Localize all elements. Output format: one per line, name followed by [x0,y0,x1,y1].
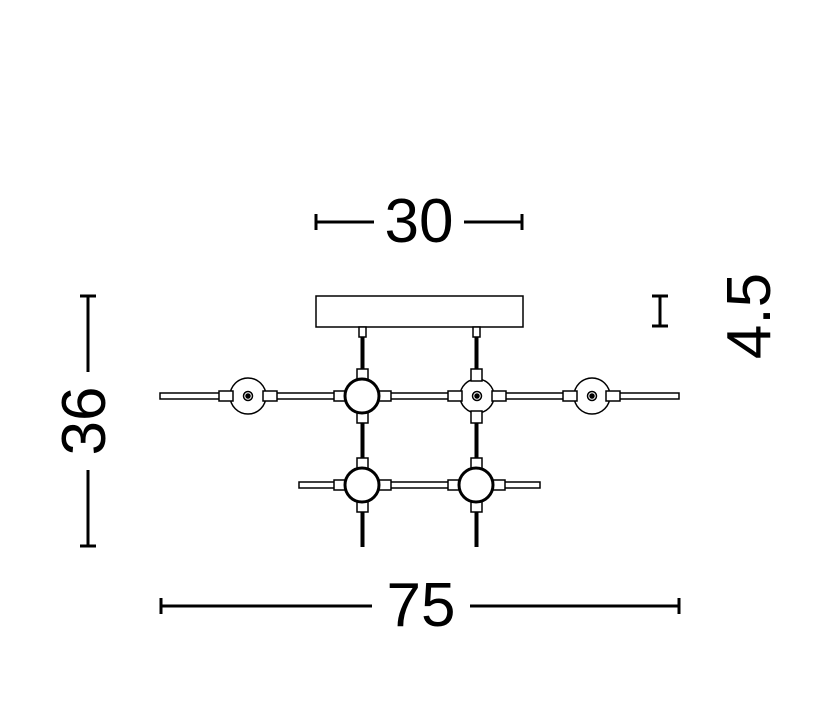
dim-overall-height-label: 36 [50,387,119,456]
globe-lower-right [447,457,506,513]
dim-overall-height [80,294,96,548]
bottom-stems [360,503,479,547]
dim-canopy-height-label: 4.5 [715,273,784,359]
canopy-stems [358,326,481,378]
ceiling-canopy [315,295,524,328]
globe-upper-left [333,368,392,424]
dim-overall-width-label: 75 [387,571,456,640]
globe-upper-right [447,368,507,424]
lamp-fixture [159,295,680,547]
globe-right-side [562,377,621,415]
middle-stems [360,416,479,468]
dim-top-width [314,214,524,230]
dim-overall-width [159,598,681,614]
globe-lower-left [333,457,392,513]
dim-top-width-label: 30 [385,187,454,256]
dim-canopy-height [652,294,668,328]
globe-left-side [218,377,278,415]
